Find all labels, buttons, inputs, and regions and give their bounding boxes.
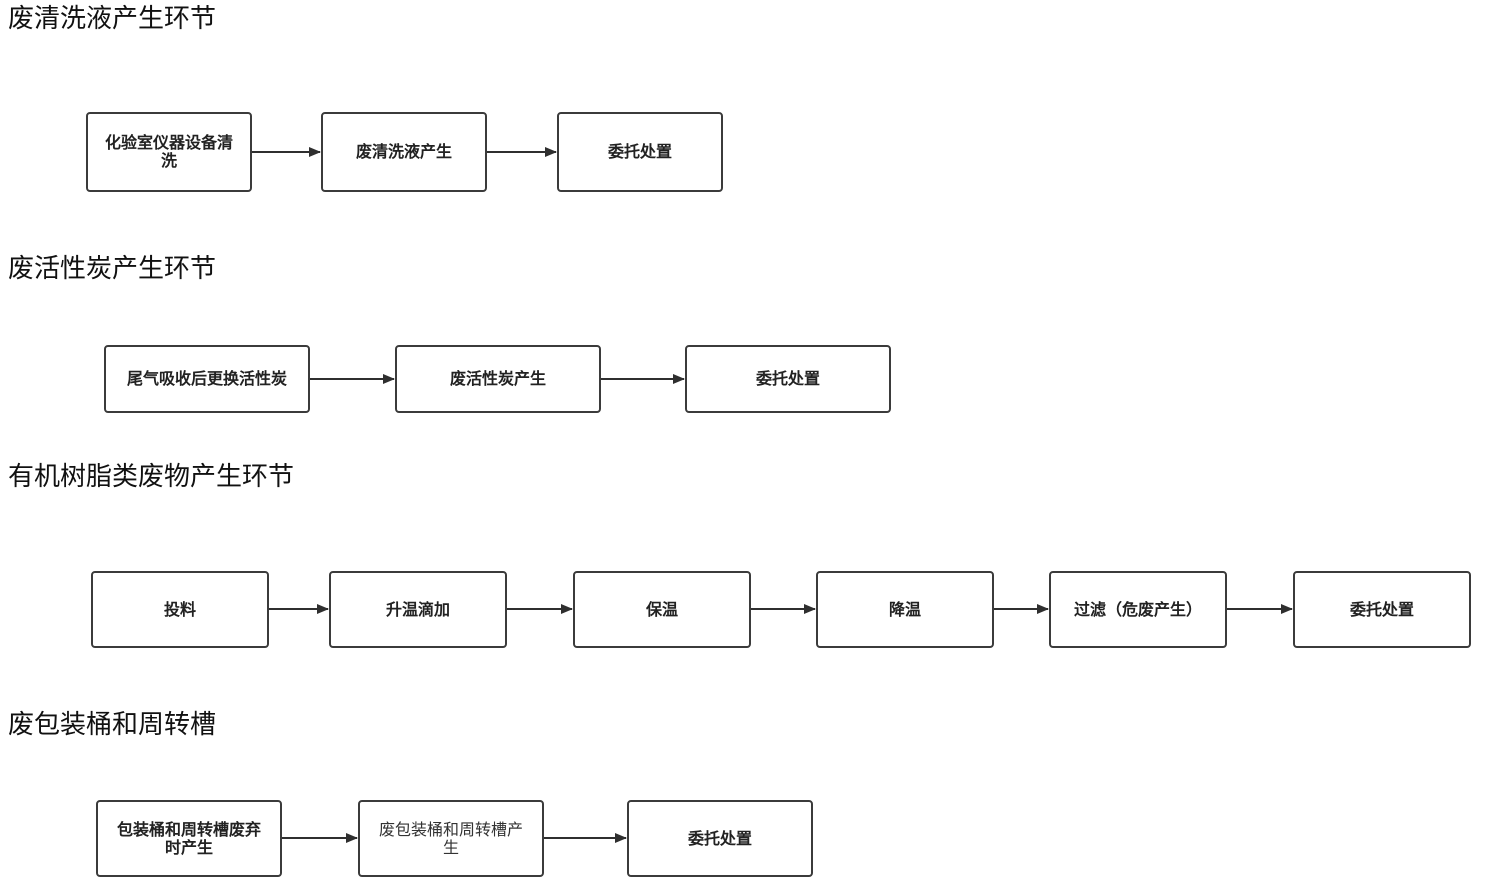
node-label: 化验室仪器设备清洗 — [104, 133, 233, 170]
node-label: 升温滴加 — [385, 599, 450, 619]
node-label: 委托处置 — [1349, 599, 1414, 619]
flow-node-waste-carbon-generated: 废活性炭产生 — [395, 345, 601, 413]
node-label: 废包装桶和周转槽产生 — [378, 819, 523, 857]
flow-node-entrusted-disposal: 委托处置 — [1293, 571, 1471, 648]
flow-node-feeding: 投料 — [91, 571, 269, 648]
node-label: 委托处置 — [687, 828, 752, 848]
flow-node-heating-dripping: 升温滴加 — [329, 571, 507, 648]
flow-node-filtration: 过滤（危废产生） — [1049, 571, 1227, 648]
flow-node-instrument-cleaning: 化验室仪器设备清洗 — [86, 112, 252, 192]
node-label: 保温 — [645, 599, 678, 619]
flow-node-heat-preservation: 保温 — [573, 571, 751, 648]
node-label: 尾气吸收后更换活性炭 — [126, 369, 287, 388]
section-title-waste-cleaning-liquid: 废清洗液产生环节 — [8, 4, 217, 34]
flow-node-waste-liquid-generated: 废清洗液产生 — [321, 112, 487, 192]
node-label: 委托处置 — [607, 142, 672, 161]
flow-node-replace-activated-carbon: 尾气吸收后更换活性炭 — [104, 345, 310, 413]
section-title-waste-packaging-buckets: 废包装桶和周转槽 — [8, 710, 217, 740]
node-label: 委托处置 — [755, 369, 820, 388]
node-label: 包装桶和周转槽废弃时产生 — [116, 819, 261, 857]
node-label: 投料 — [163, 599, 196, 619]
node-label: 废清洗液产生 — [355, 142, 452, 161]
node-label: 废活性炭产生 — [449, 369, 546, 388]
flow-node-entrusted-disposal: 委托处置 — [557, 112, 723, 192]
flow-node-entrusted-disposal: 委托处置 — [685, 345, 891, 413]
flow-node-entrusted-disposal: 委托处置 — [627, 800, 813, 877]
node-label: 过滤（危废产生） — [1073, 599, 1202, 619]
section-title-organic-resin-waste: 有机树脂类废物产生环节 — [8, 462, 295, 492]
flow-node-buckets-discarded: 包装桶和周转槽废弃时产生 — [96, 800, 282, 877]
flow-node-waste-buckets-generated: 废包装桶和周转槽产生 — [358, 800, 544, 877]
section-title-waste-activated-carbon: 废活性炭产生环节 — [8, 254, 217, 284]
flow-node-cooling: 降温 — [816, 571, 994, 648]
node-label: 降温 — [888, 599, 921, 619]
